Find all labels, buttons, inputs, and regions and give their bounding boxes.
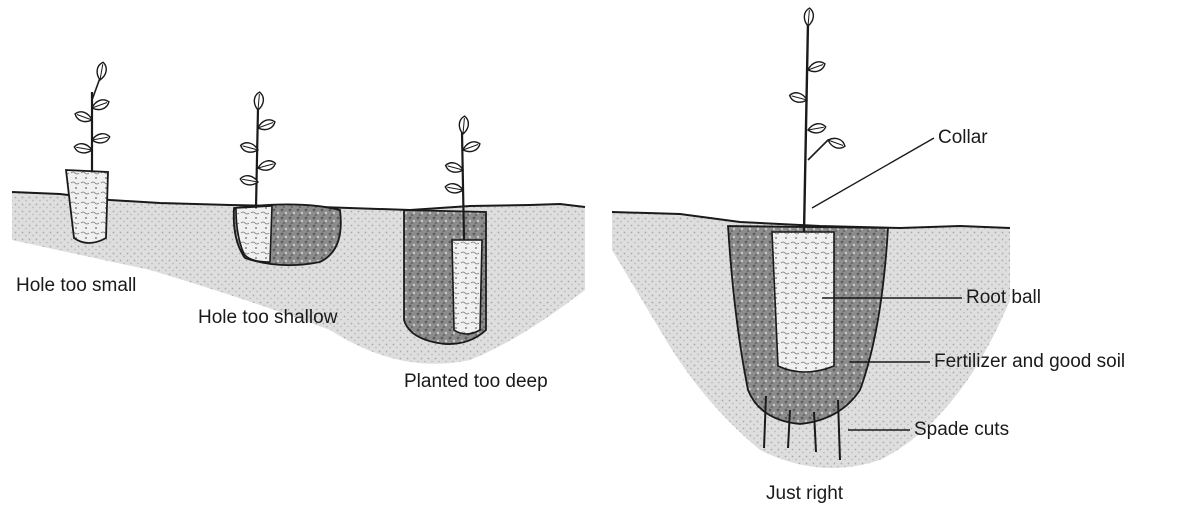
label-hole-too-small: Hole too small — [16, 276, 136, 295]
collar-leader — [812, 138, 934, 208]
planted-too-deep-figure — [404, 116, 486, 344]
label-root-ball: Root ball — [966, 288, 1041, 307]
hole-too-small-figure — [66, 61, 111, 243]
label-hole-too-shallow: Hole too shallow — [198, 308, 337, 327]
label-collar: Collar — [938, 128, 988, 147]
label-spade-cuts: Spade cuts — [914, 420, 1009, 439]
hole-too-shallow-figure — [234, 92, 341, 266]
label-planted-too-deep: Planted too deep — [404, 372, 548, 391]
label-fertilizer: Fertilizer and good soil — [934, 352, 1125, 371]
label-just-right: Just right — [766, 484, 843, 503]
